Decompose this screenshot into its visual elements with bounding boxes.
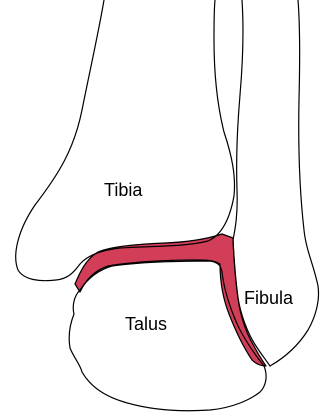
fibula-label: Fibula (244, 288, 294, 308)
talus-label: Talus (125, 314, 167, 334)
fibula-bone (233, 0, 319, 366)
cartilage-highlight (75, 234, 266, 366)
tibia-label: Tibia (104, 180, 143, 200)
